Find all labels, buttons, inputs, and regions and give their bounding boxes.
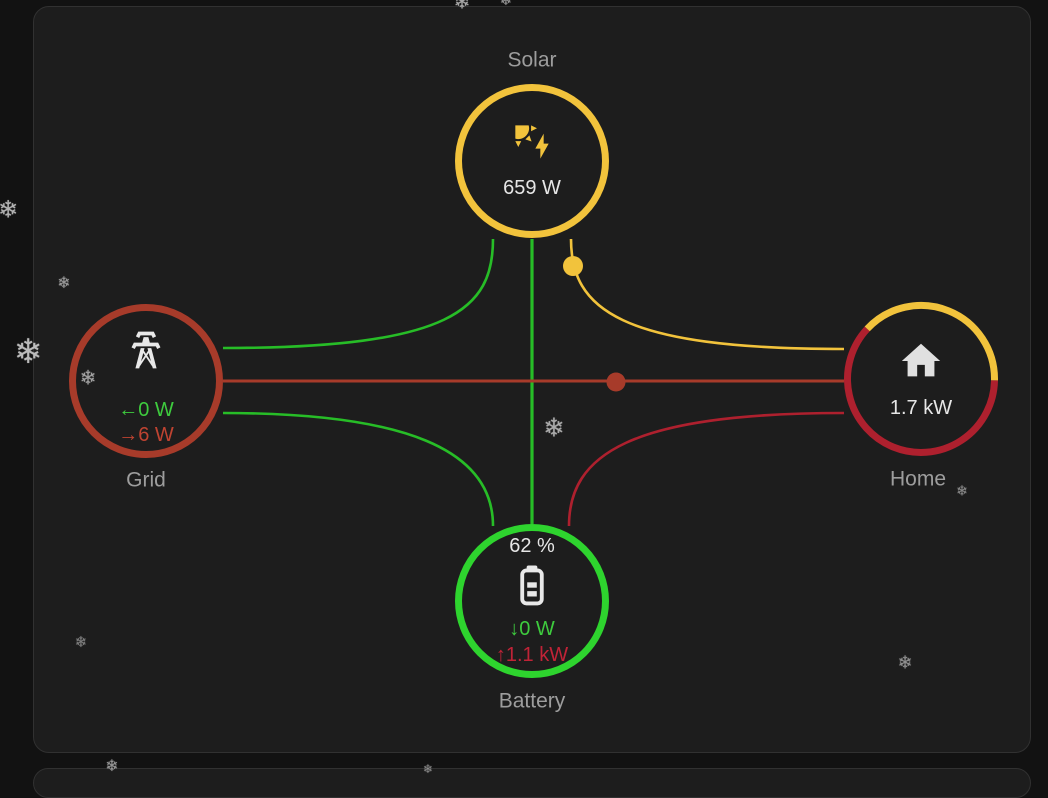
power-flow-card: Solar 659 W ←0 W →6 W Grid 1.7 kW Home 6…	[33, 6, 1031, 753]
battery-discharge-value: ↑1.1 kW	[495, 644, 569, 666]
flow-line-grid-to-battery	[222, 411, 495, 527]
battery-medium-icon	[509, 562, 555, 608]
grid-circle[interactable]	[69, 304, 223, 458]
transmission-tower-icon	[124, 328, 168, 372]
grid-label: Grid	[126, 468, 166, 492]
grid-import-value: →6 W	[118, 424, 174, 446]
flow-line-solar-to-grid	[222, 238, 495, 350]
solar-circle[interactable]	[455, 84, 609, 238]
home-icon	[898, 338, 944, 384]
flow-dot-solar-to-home	[563, 256, 583, 276]
home-circle-solar-arc	[864, 302, 999, 381]
home-value: 1.7 kW	[889, 397, 953, 419]
battery-charge-value: ↓0 W	[509, 618, 555, 640]
battery-circle[interactable]	[455, 524, 609, 678]
next-card-edge	[33, 768, 1031, 798]
solar-power-icon	[512, 122, 552, 162]
power-flow-diagram	[69, 84, 999, 678]
grid-export-value: ←0 W	[118, 399, 174, 421]
flow-dot-grid-to-home	[606, 372, 626, 392]
home-circle[interactable]	[844, 302, 999, 456]
battery-soc-value: 62 %	[509, 535, 555, 557]
battery-label: Battery	[498, 689, 566, 713]
flow-line-battery-to-home	[567, 411, 845, 527]
solar-label: Solar	[507, 48, 557, 72]
snowflake-icon: ❄	[0, 196, 19, 224]
home-circle-battery-arc	[844, 326, 998, 456]
home-label: Home	[889, 467, 947, 491]
flow-line-solar-to-home	[569, 238, 845, 351]
solar-value: 659 W	[503, 177, 561, 199]
